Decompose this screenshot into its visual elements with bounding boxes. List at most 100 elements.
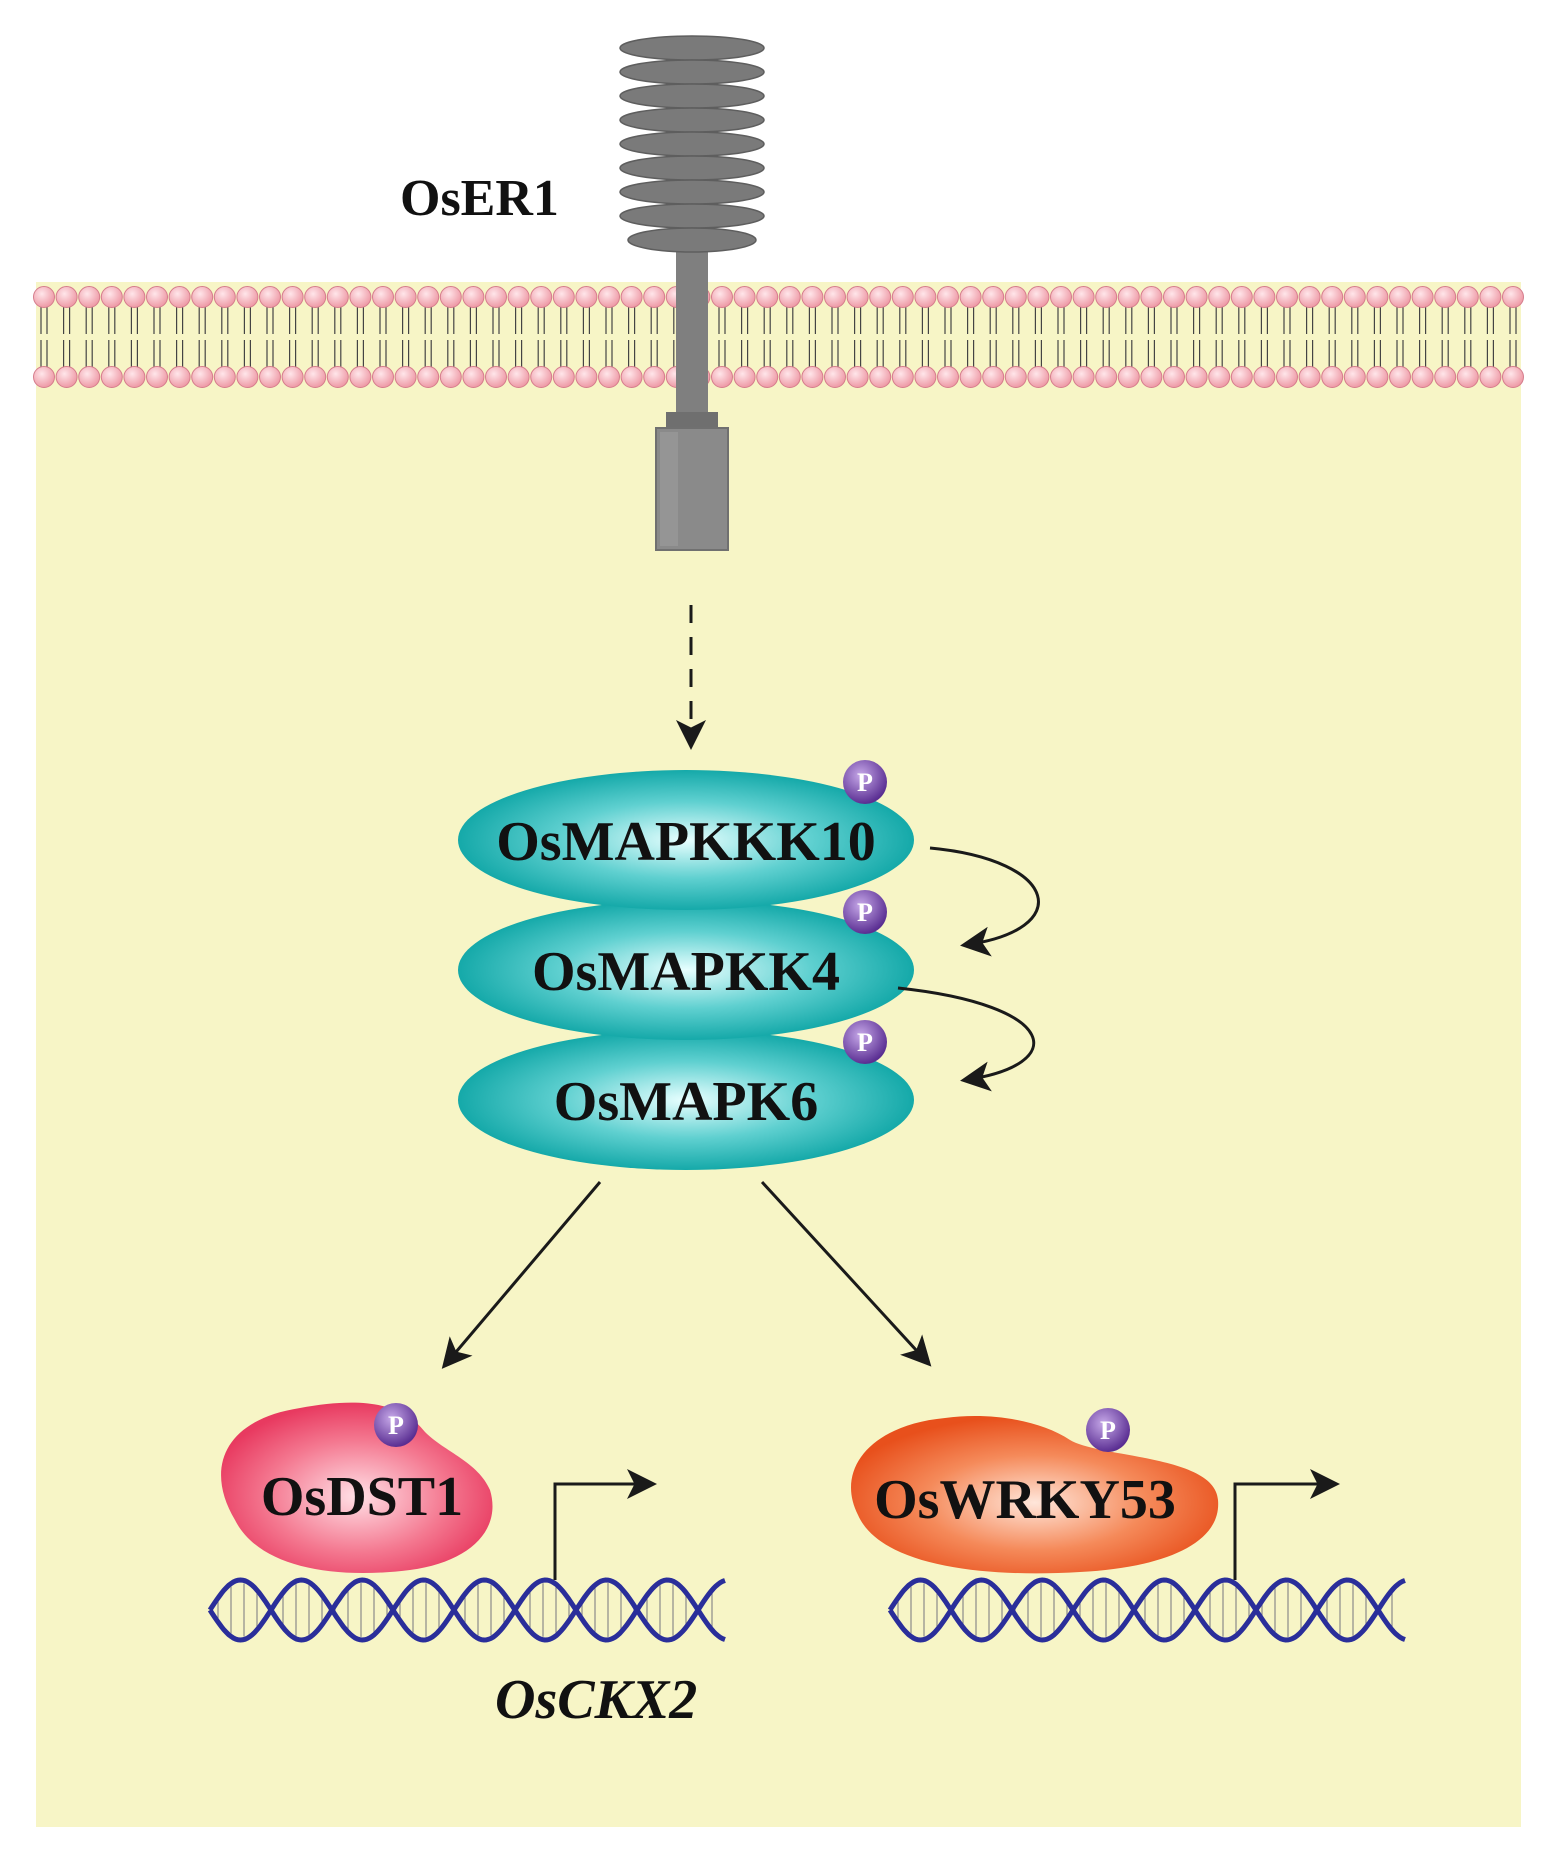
- lipid-head: [394, 286, 417, 308]
- lipid-head: [891, 366, 914, 388]
- lipid-head: [846, 366, 869, 388]
- lipid-head: [824, 286, 846, 308]
- lipid-head: [1366, 286, 1389, 308]
- lipid-head: [1343, 286, 1366, 308]
- lipid-head: [372, 286, 394, 308]
- lipid-head: [711, 366, 733, 388]
- lipid-head: [711, 286, 733, 308]
- lipid-head: [552, 366, 575, 388]
- lipid-head: [756, 366, 779, 388]
- lipid-head: [552, 286, 575, 308]
- lipid-head: [530, 286, 553, 308]
- lipid-head: [891, 286, 914, 308]
- lipid-head: [937, 366, 959, 388]
- lipid-head: [869, 366, 892, 388]
- svg-text:P: P: [388, 1411, 404, 1440]
- lipid-head: [485, 366, 507, 388]
- receptor-transmembrane-stalk: [676, 238, 708, 438]
- lipid-head: [1230, 286, 1253, 308]
- lipid-head: [959, 286, 982, 308]
- osmapkkk10-protein: [458, 770, 914, 910]
- plasma-membrane: [33, 286, 1524, 388]
- lipid-head: [1095, 366, 1118, 388]
- mapk6-to-oswrky53-arrow: [760, 1180, 932, 1367]
- lipid-head: [1276, 286, 1298, 308]
- lipid-head: [123, 286, 146, 308]
- lipid-head: [55, 366, 78, 388]
- lipid-head: [394, 366, 417, 388]
- lipid-head: [372, 366, 394, 388]
- lipid-head: [168, 286, 191, 308]
- lipid-head: [598, 286, 620, 308]
- transcription-start-arrow-right: [1233, 1469, 1340, 1580]
- lipid-head: [349, 366, 372, 388]
- lipid-head: [575, 366, 598, 388]
- lipid-head: [824, 366, 846, 388]
- osckx2-gene-label: OsCKX2: [495, 1669, 697, 1731]
- lipid-head: [1298, 366, 1321, 388]
- lipid-head: [620, 366, 643, 388]
- lipid-head: [78, 286, 101, 308]
- lipid-head: [1027, 286, 1050, 308]
- receptor-kinase-neck: [666, 412, 718, 430]
- lipid-head: [598, 366, 620, 388]
- lipid-head: [1479, 286, 1502, 308]
- lipid-head: [1411, 286, 1434, 308]
- lipid-head: [259, 366, 281, 388]
- lipid-head: [462, 286, 485, 308]
- lipid-head: [982, 286, 1005, 308]
- svg-text:P: P: [1100, 1416, 1116, 1445]
- osdst1-protein: [221, 1402, 493, 1574]
- lipid-head: [1004, 366, 1027, 388]
- lipid-head: [1276, 366, 1298, 388]
- lipid-head: [1502, 286, 1524, 308]
- lipid-head: [982, 366, 1005, 388]
- lipid-head: [417, 286, 440, 308]
- lipid-head: [1117, 286, 1140, 308]
- transcription-start-arrow-left: [553, 1469, 657, 1580]
- lipid-head: [1185, 286, 1208, 308]
- phospho-badge-osmapkkk10: P: [843, 760, 887, 804]
- oswrky53-label: OsWRKY53: [874, 1469, 1176, 1531]
- phospho-badge-osmapk6: P: [843, 1020, 887, 1064]
- lipid-head: [801, 366, 824, 388]
- lipid-head: [1389, 286, 1411, 308]
- lipid-head: [959, 366, 982, 388]
- lipid-head: [304, 366, 327, 388]
- oser1-label: OsER1: [400, 170, 559, 227]
- lipid-head: [213, 286, 236, 308]
- lipid-head: [213, 366, 236, 388]
- lipid-head: [1185, 366, 1208, 388]
- oswrky53-protein: [851, 1416, 1219, 1574]
- lipid-head: [507, 286, 530, 308]
- lipid-head: [417, 366, 440, 388]
- lipid-head: [1434, 286, 1457, 308]
- lipid-head: [1004, 286, 1027, 308]
- lipid-head: [326, 286, 349, 308]
- lipid-head: [1095, 286, 1118, 308]
- lipid-head: [1027, 366, 1050, 388]
- lipid-head: [801, 286, 824, 308]
- lipid-head: [1479, 366, 1502, 388]
- lipid-head: [55, 286, 78, 308]
- lipid-head: [733, 286, 756, 308]
- osmapkk4-label: OsMAPKK4: [532, 941, 840, 1003]
- lipid-head: [1072, 286, 1095, 308]
- lipid-head: [1456, 286, 1479, 308]
- lipid-head: [462, 366, 485, 388]
- lipid-head: [1163, 366, 1185, 388]
- lipid-head: [439, 366, 462, 388]
- phospho-badge-osmapkk4: P: [843, 890, 887, 934]
- osmapkk4-protein: [458, 900, 914, 1040]
- lipid-head: [507, 366, 530, 388]
- mapk6-to-osdst1-arrow: [441, 1181, 602, 1369]
- lipid-head: [1140, 286, 1163, 308]
- lipid-head: [100, 286, 123, 308]
- lipid-head: [756, 286, 779, 308]
- lipid-head: [1411, 366, 1434, 388]
- lipid-head: [146, 286, 168, 308]
- lipid-head: [1298, 286, 1321, 308]
- lipid-head: [1072, 366, 1095, 388]
- lipid-head: [326, 366, 349, 388]
- lipid-head: [1163, 286, 1185, 308]
